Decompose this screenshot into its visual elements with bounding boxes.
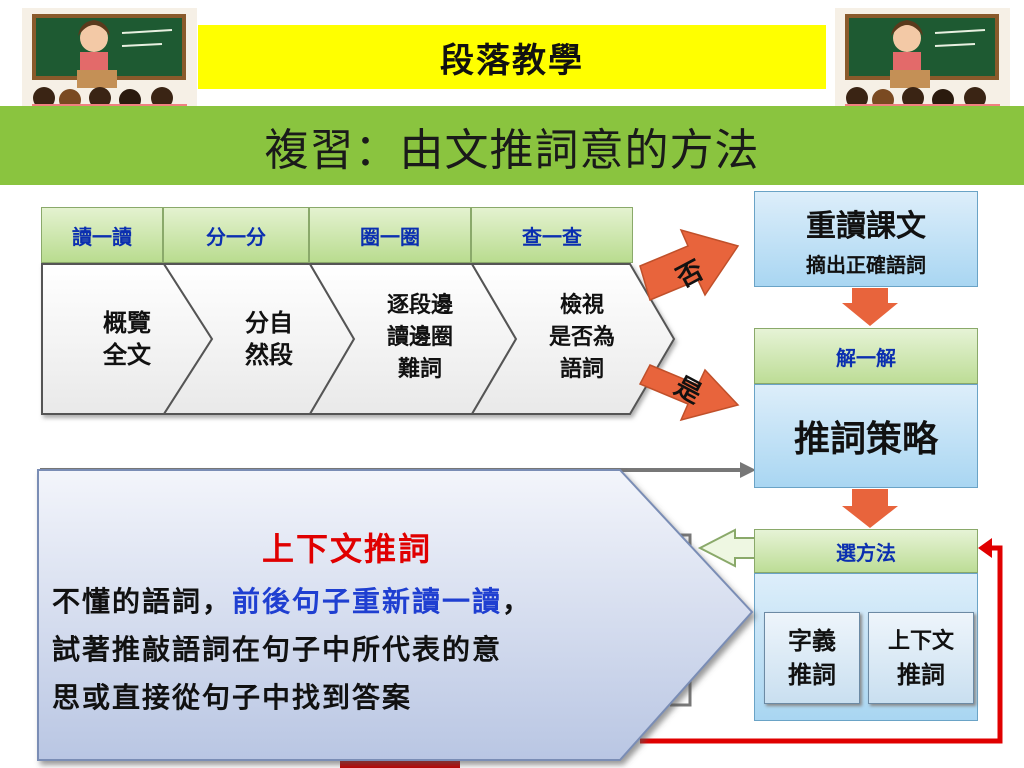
callout-highlight: 前後句子重新讀一讀 (232, 585, 503, 618)
reread-title: 重讀課文 (806, 208, 926, 244)
strategy-box[interactable]: 推詞策略 (754, 384, 978, 488)
slide-subtitle: 複習：由文推詞意的方法 (0, 106, 1024, 185)
tab-lookup[interactable]: 查一查 (471, 207, 633, 263)
arrow-down-1 (842, 288, 898, 326)
tab-read[interactable]: 讀一讀 (41, 207, 163, 263)
method-context[interactable]: 上下文推詞 (868, 612, 974, 704)
callout-line-1: 不懂的語詞，前後句子重新讀一讀， (52, 585, 533, 618)
reread-subtitle: 摘出正確語詞 (806, 252, 926, 277)
arrow-down-2 (842, 489, 898, 528)
callout-line-3: 思或直接從句子中找到答案 (52, 681, 413, 714)
strategy-label: 推詞策略 (793, 418, 938, 460)
tab-circle[interactable]: 圈一圈 (309, 207, 471, 263)
solve-tab-label: 解一解 (836, 345, 896, 370)
chevron-step-4 (470, 263, 676, 415)
teacher-illustration-right (835, 8, 1010, 111)
arrow-no (639, 228, 740, 302)
tab-solve[interactable]: 解一解 (754, 328, 978, 384)
callout-title: 上下文推詞 (262, 530, 433, 568)
callout-line-2: 試著推敲語詞在句子中所代表的意 (52, 633, 503, 666)
step-4-text: 檢視是否為語詞 (548, 292, 615, 382)
teacher-illustration-left (22, 8, 197, 111)
lesson-title: 段落教學 (198, 25, 826, 89)
step-1-text: 概覽全文 (103, 308, 151, 369)
step-2-text: 分自然段 (245, 308, 293, 369)
loop-arrow (640, 545, 1003, 744)
choose-tab-label: 選方法 (836, 540, 896, 565)
step-3-text: 逐段邊讀邊圈難詞 (386, 292, 453, 382)
method-word-meaning[interactable]: 字義推詞 (764, 612, 860, 704)
arrow-yes (638, 364, 740, 422)
reread-box[interactable]: 重讀課文 摘出正確語詞 (754, 191, 978, 287)
tab-divide[interactable]: 分一分 (163, 207, 309, 263)
tab-choose-method[interactable]: 選方法 (754, 529, 978, 573)
